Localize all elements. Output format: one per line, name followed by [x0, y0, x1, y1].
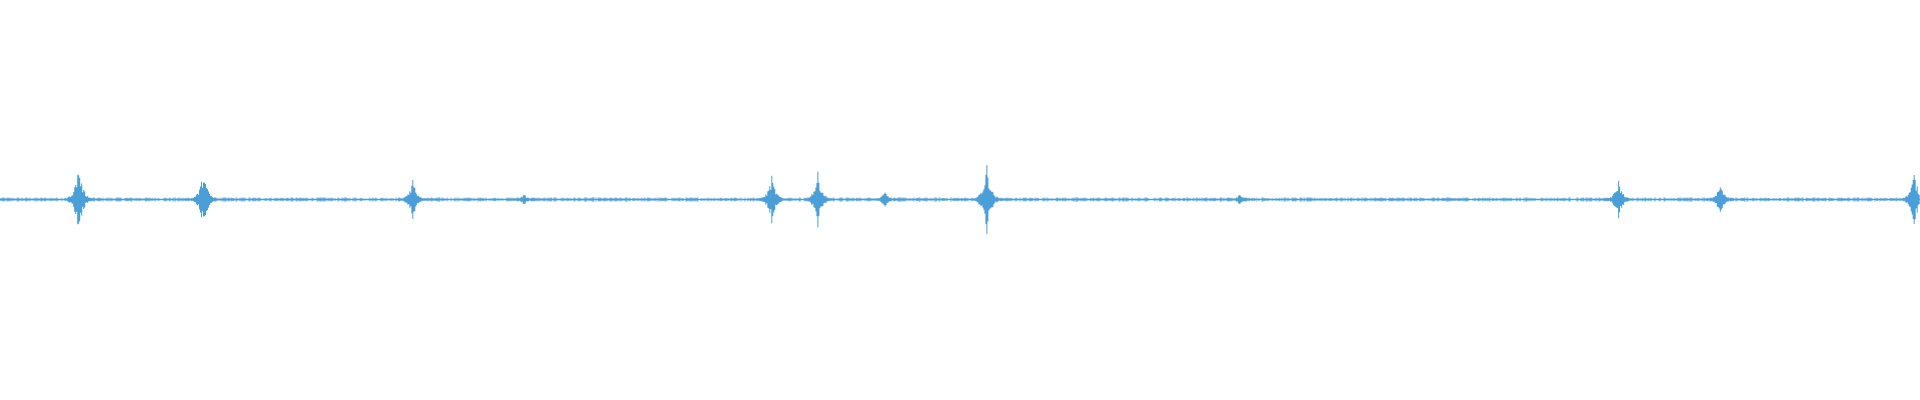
waveform-peak-3 [509, 195, 539, 204]
waveform-peak-6 [870, 192, 900, 207]
waveform-peak-8 [1225, 195, 1255, 204]
waveform-peak-0 [64, 174, 94, 225]
waveform-peak-4 [757, 175, 787, 224]
waveform-peak-9 [1604, 180, 1634, 219]
waveform-peak-2 [398, 180, 428, 219]
waveform-peak-11 [1899, 175, 1920, 224]
waveform-peak-5 [803, 171, 833, 228]
waveform-peak-10 [1705, 187, 1735, 212]
waveform-peak-1 [189, 181, 218, 218]
waveform-peak-7 [972, 165, 1002, 234]
